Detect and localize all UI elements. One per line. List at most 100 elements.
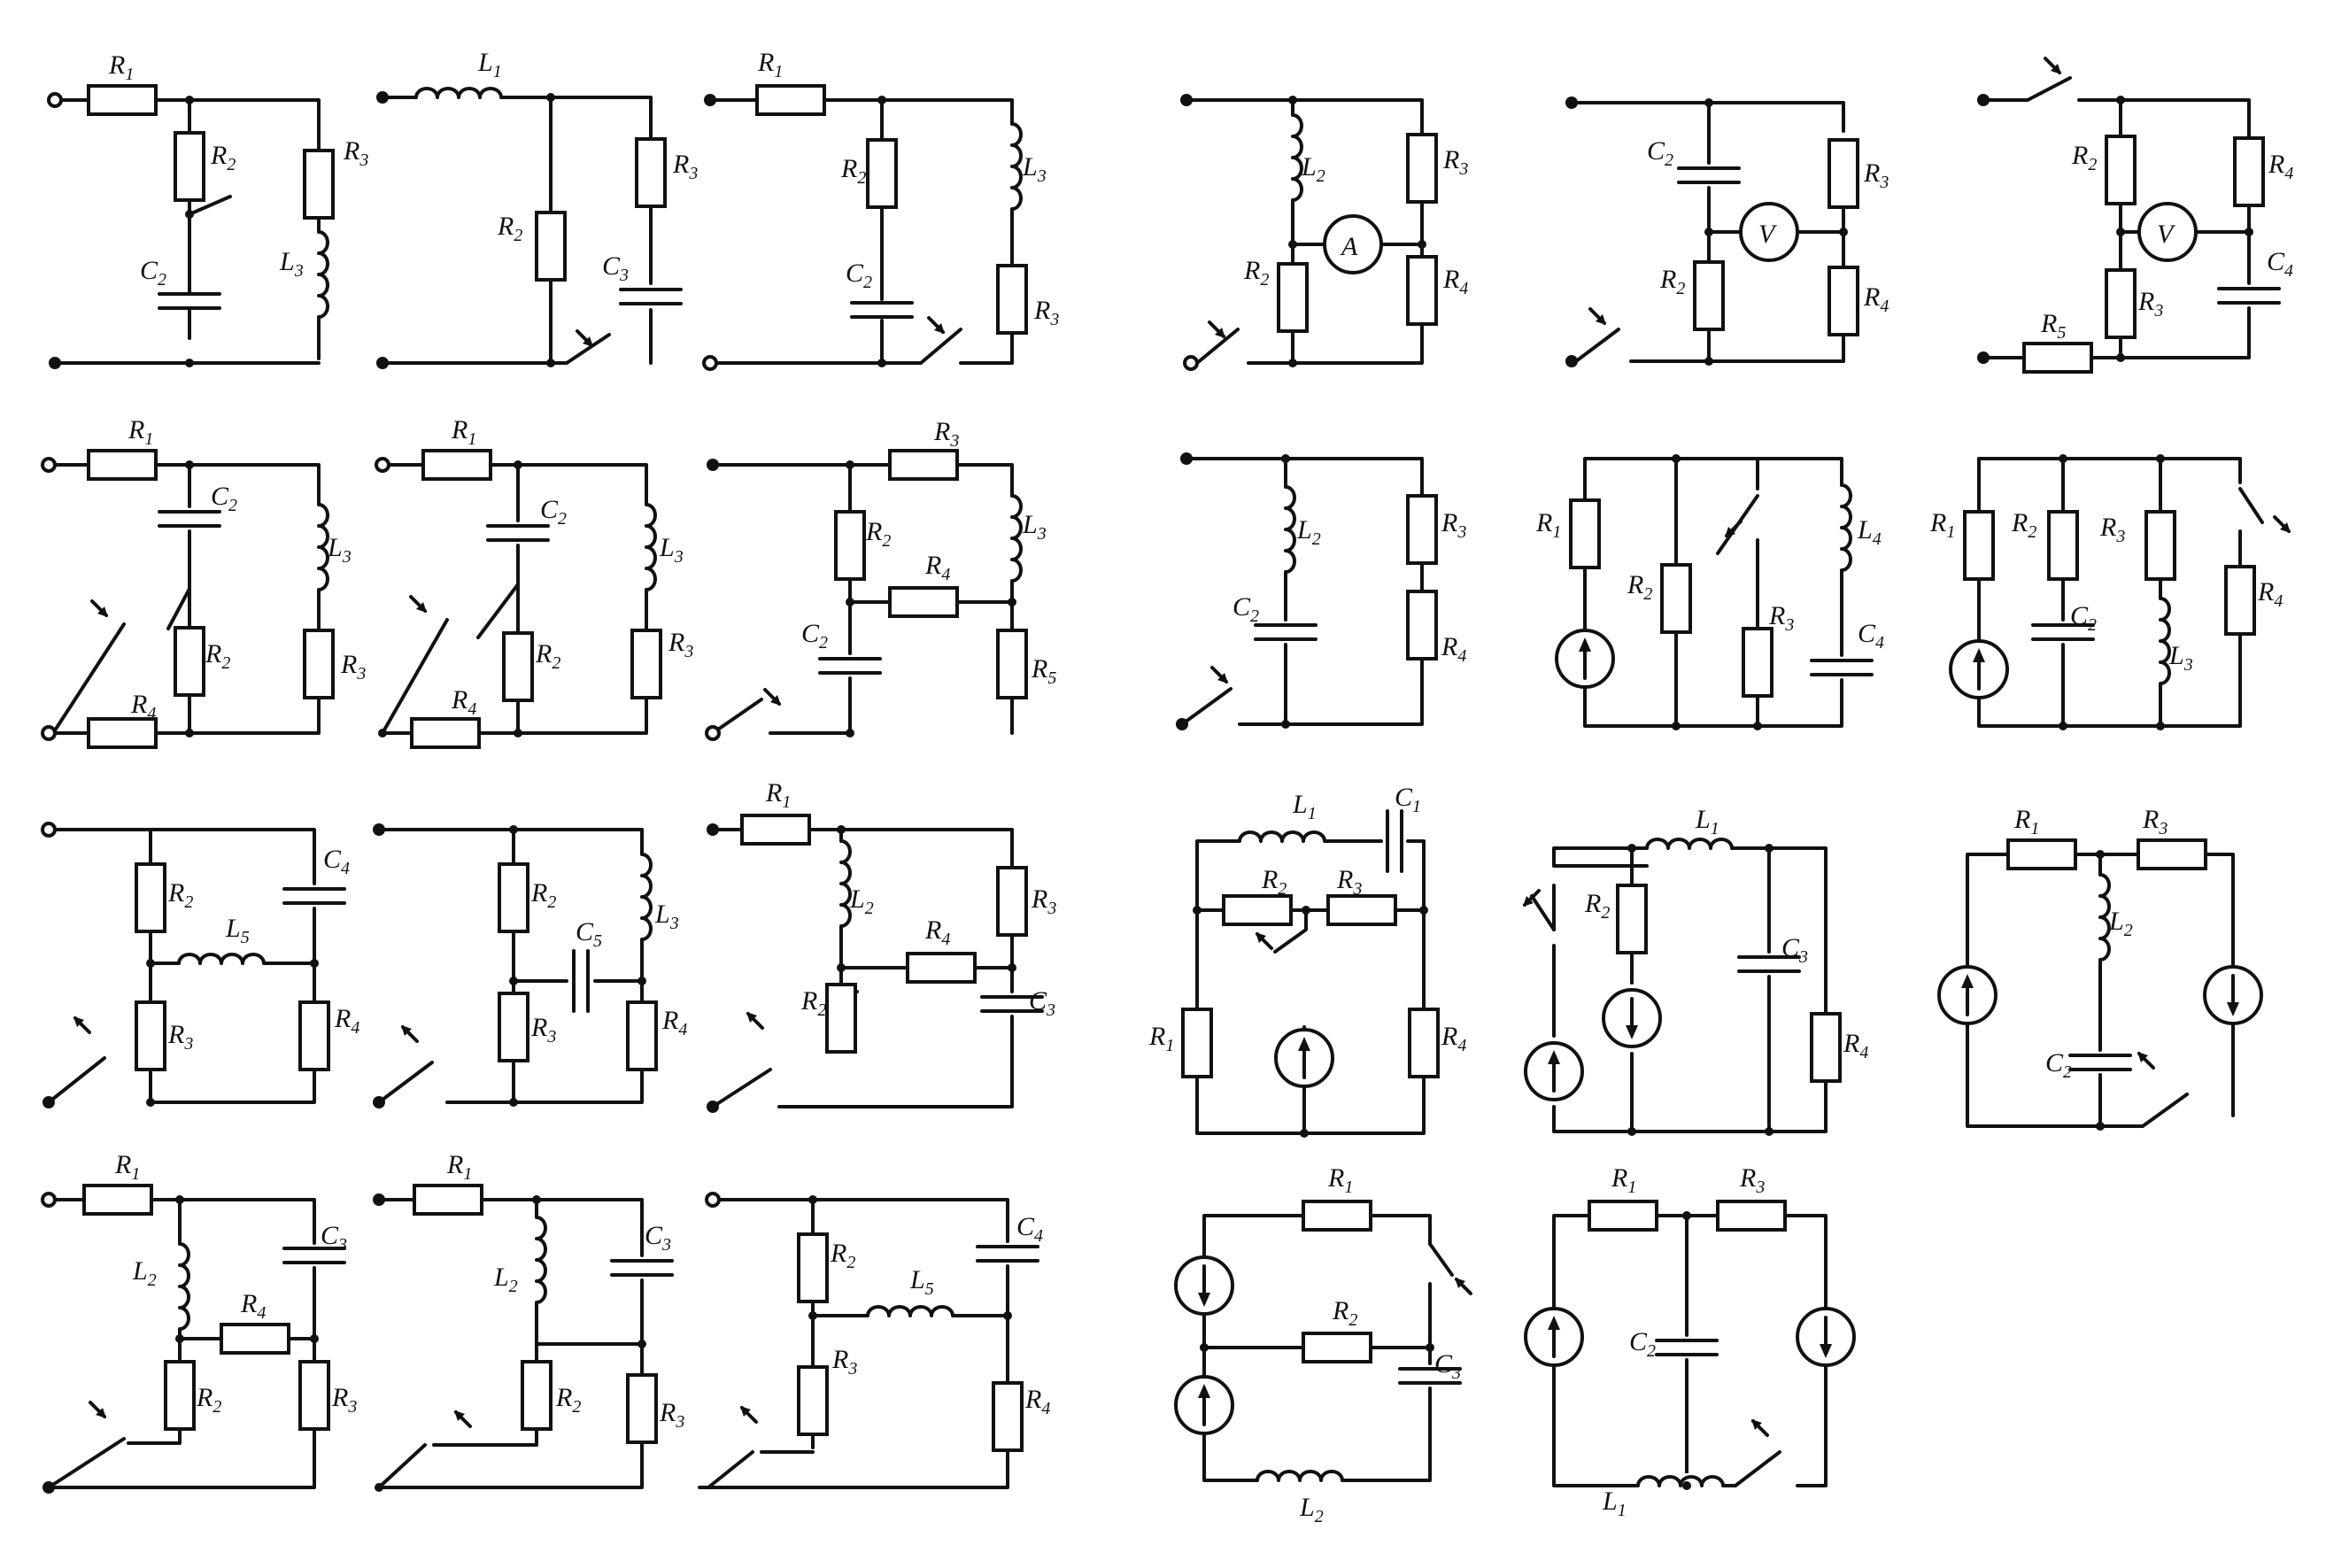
label-C4: C4: [2267, 247, 2293, 281]
label-L3: L3: [654, 900, 679, 933]
circuit-5: V C2 R3 R2 R4: [1565, 97, 1889, 367]
label-C2: C2: [1233, 592, 1259, 626]
terminal: [47, 92, 63, 108]
label-L2: L2: [1299, 1493, 1324, 1526]
label-C2: C2: [540, 495, 567, 529]
circuit-7: R1 C2 L3 R2 R3 R4: [41, 415, 366, 749]
label-R1: R1: [765, 778, 791, 812]
label-R3: R3: [672, 150, 698, 183]
circuit-19: R1 L2 C3 R4 R2 R3: [41, 1150, 357, 1494]
label-R2: R2: [1261, 865, 1287, 899]
label-C3: C3: [1434, 1349, 1461, 1383]
circuit-9: R3 R2 L3 R4 C2 R5: [705, 417, 1056, 741]
label-L4: L4: [1857, 515, 1882, 549]
label-L1: L1: [1602, 1487, 1627, 1520]
label-R2: R2: [1243, 256, 1269, 290]
label-R3: R3: [343, 136, 368, 170]
label-R2: R2: [210, 141, 236, 174]
label-R2: R2: [205, 639, 230, 673]
circuit-1: R1 R2 R3 C2 L3: [47, 50, 368, 369]
label-L2: L2: [132, 1256, 157, 1290]
label-L5: L5: [909, 1265, 934, 1299]
circuit-18: R1 R3 L2 C2: [1937, 805, 2263, 1131]
label-R2: R2: [865, 517, 891, 551]
label-L3: L3: [2168, 641, 2193, 675]
label-R3: R3: [668, 628, 693, 661]
label-L3: L3: [659, 533, 684, 567]
label-R4: R4: [924, 915, 950, 949]
circuit-3: R1 R2 L3 C2 R3: [702, 48, 1059, 371]
circuit-13: R2 C4 L5 R3 R4: [41, 822, 359, 1108]
label-C2: C2: [211, 482, 237, 515]
label-C3: C3: [1029, 986, 1055, 1020]
label-R3: R3: [1033, 296, 1059, 329]
circuit-11: R1 R2 L4 R3 C4: [1535, 454, 1884, 730]
label-R4: R4: [1441, 632, 1466, 666]
circuit-17: L1 R2 C3 R4: [1521, 805, 1868, 1136]
label-R4: R4: [924, 551, 950, 584]
label-C2: C2: [2070, 601, 2097, 635]
label-R3: R3: [1863, 158, 1889, 192]
voltmeter-label: V: [1758, 220, 1778, 249]
voltmeter-icon: V: [2137, 202, 2198, 262]
label-R2: R2: [800, 986, 826, 1020]
label-R3: R3: [331, 1383, 357, 1417]
label-R4: R4: [2268, 150, 2293, 183]
label-R4: R4: [334, 1004, 359, 1038]
label-R2: R2: [196, 1383, 221, 1417]
label-L2: L2: [493, 1263, 518, 1296]
label-C3: C3: [645, 1221, 671, 1255]
label-C3: C3: [321, 1221, 347, 1255]
label-R1: R1: [108, 50, 134, 84]
label-C2: C2: [1647, 136, 1673, 170]
label-R1: R1: [1148, 1022, 1174, 1055]
label-L2: L2: [849, 884, 874, 918]
ammeter-icon: A: [1323, 214, 1383, 274]
label-R2: R2: [2011, 508, 2036, 542]
label-R1: R1: [451, 415, 476, 449]
label-R4: R4: [1441, 1022, 1466, 1055]
label-R4: R4: [2257, 577, 2283, 611]
label-L1: L1: [1695, 805, 1719, 838]
label-C3: C3: [1781, 933, 1808, 967]
label-R1: R1: [114, 1150, 140, 1184]
label-R2: R2: [1627, 570, 1652, 604]
circuit-20: R1 L2 C3 R2 R3: [373, 1150, 684, 1492]
circuit-16: L1 C1 R2 R3 R1 R4: [1148, 783, 1466, 1138]
circuit-15: R1 L2 R3 R4 R2 C3: [707, 778, 1056, 1113]
label-R2: R2: [535, 639, 560, 673]
label-L2: L2: [1296, 515, 1321, 549]
label-C2: C2: [846, 259, 872, 292]
label-R3: R3: [1768, 601, 1794, 635]
label-L1: L1: [477, 48, 502, 81]
label-R2: R2: [1659, 265, 1685, 298]
label-R2: R2: [555, 1383, 581, 1417]
label-R1: R1: [1327, 1163, 1353, 1197]
label-R3: R3: [1739, 1163, 1765, 1197]
label-R3: R3: [167, 1020, 193, 1054]
circuit-21: R2 L5 C4 R3 R4: [698, 1192, 1050, 1489]
label-R2: R2: [1332, 1296, 1357, 1330]
circuit-14: R2 C5 L3 R3 R4: [373, 823, 687, 1108]
label-R3: R3: [1336, 865, 1362, 899]
label-R1: R1: [1611, 1163, 1636, 1197]
circuit-23: R1 R3 C2 L1: [1524, 1163, 1856, 1520]
circuit-22: R1 R2 C3 L2: [1174, 1163, 1472, 1526]
circuit-8: R1 C2 L3 R2 R3 R4: [375, 415, 693, 749]
label-R3: R3: [2137, 287, 2163, 321]
label-R1: R1: [128, 415, 153, 449]
label-R3: R3: [2099, 513, 2125, 546]
label-R3: R3: [530, 1013, 556, 1047]
label-L2: L2: [1301, 152, 1325, 186]
label-R3: R3: [2142, 805, 2168, 838]
label-R4: R4: [1024, 1385, 1050, 1418]
label-R1: R1: [1929, 508, 1955, 542]
circuit-6: V R2 R4 R3 C4 R5: [1977, 57, 2293, 374]
label-L2: L2: [2108, 907, 2133, 940]
label-C2: C2: [1629, 1327, 1656, 1361]
label-L3: L3: [1022, 510, 1047, 544]
label-R1: R1: [757, 48, 783, 81]
label-R2: R2: [830, 1239, 855, 1272]
label-R3: R3: [933, 417, 959, 451]
label-R4: R4: [451, 685, 476, 719]
